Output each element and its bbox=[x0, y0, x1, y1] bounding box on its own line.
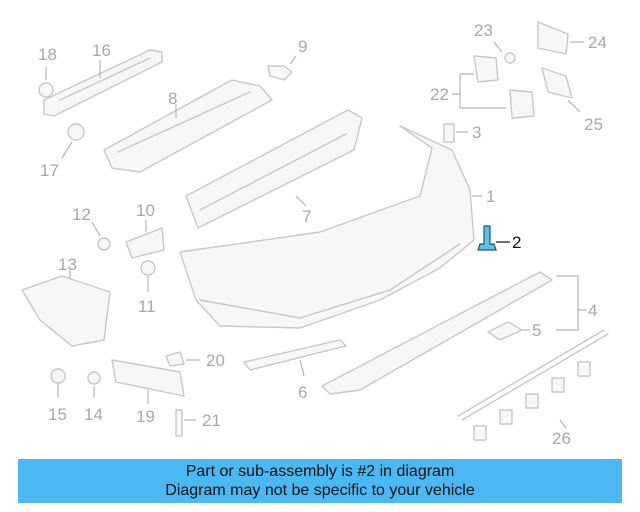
callout-16: 16 bbox=[92, 41, 111, 60]
callout-14: 14 bbox=[84, 405, 103, 424]
part-15-clip bbox=[50, 368, 66, 398]
callout-9: 9 bbox=[298, 37, 307, 56]
callout-10: 10 bbox=[136, 201, 155, 220]
callout-4: 4 bbox=[588, 301, 597, 320]
callout-7: 7 bbox=[302, 207, 311, 226]
part-26-wiring-harness bbox=[457, 329, 609, 441]
part-3-sensor bbox=[443, 123, 468, 143]
callout-24: 24 bbox=[588, 33, 607, 52]
part-20-clip bbox=[165, 351, 200, 367]
callout-3: 3 bbox=[472, 123, 481, 142]
part-7-absorber bbox=[185, 109, 363, 229]
callout-23: 23 bbox=[474, 21, 493, 40]
part-9-bolt bbox=[267, 55, 297, 81]
part-6-trim bbox=[243, 339, 347, 377]
part-21-pin bbox=[175, 409, 196, 437]
callout-6: 6 bbox=[298, 383, 307, 402]
callout-21: 21 bbox=[202, 411, 221, 430]
part-16-bracket bbox=[43, 49, 163, 117]
part-10-bracket bbox=[125, 220, 165, 259]
part-13-deflector bbox=[21, 270, 111, 347]
part-18-clip bbox=[38, 67, 54, 98]
callout-1: 1 bbox=[486, 187, 495, 206]
part-1-bumper-cover bbox=[179, 125, 482, 329]
part-2-screw-highlighted bbox=[477, 225, 510, 251]
callout-25: 25 bbox=[584, 115, 603, 134]
part-24-bracket bbox=[537, 21, 584, 55]
callout-17: 17 bbox=[40, 161, 59, 180]
callout-18: 18 bbox=[38, 45, 57, 64]
callout-13: 13 bbox=[58, 255, 77, 274]
callout-8: 8 bbox=[168, 89, 177, 108]
part-8-bracket bbox=[103, 79, 273, 173]
part-11-screw bbox=[140, 260, 156, 292]
callout-11: 11 bbox=[138, 297, 156, 316]
callout-19: 19 bbox=[136, 407, 155, 426]
part-17-screw bbox=[61, 123, 85, 159]
callout-22: 22 bbox=[430, 85, 449, 104]
banner-line-2: Diagram may not be specific to your vehi… bbox=[165, 482, 475, 499]
part-4-reflector-strip bbox=[321, 271, 586, 395]
callout-5: 5 bbox=[532, 321, 541, 340]
callout-12: 12 bbox=[72, 205, 91, 224]
callout-26: 26 bbox=[552, 429, 571, 448]
callout-15: 15 bbox=[48, 405, 67, 424]
part-22-park-sensors bbox=[452, 55, 535, 119]
part-25-bracket bbox=[541, 67, 581, 113]
part-14-screw bbox=[87, 371, 101, 398]
part-12-screw bbox=[91, 221, 111, 251]
callout-20: 20 bbox=[206, 351, 225, 370]
banner-line-1: Part or sub-assembly is #2 in diagram bbox=[185, 463, 455, 480]
callout-2: 2 bbox=[512, 233, 521, 252]
part-info-banner: Part or sub-assembly is #2 in diagram Di… bbox=[18, 459, 622, 503]
part-19-grille bbox=[111, 359, 185, 404]
part-23-nut bbox=[493, 41, 516, 64]
part-5-reflector bbox=[487, 321, 530, 341]
